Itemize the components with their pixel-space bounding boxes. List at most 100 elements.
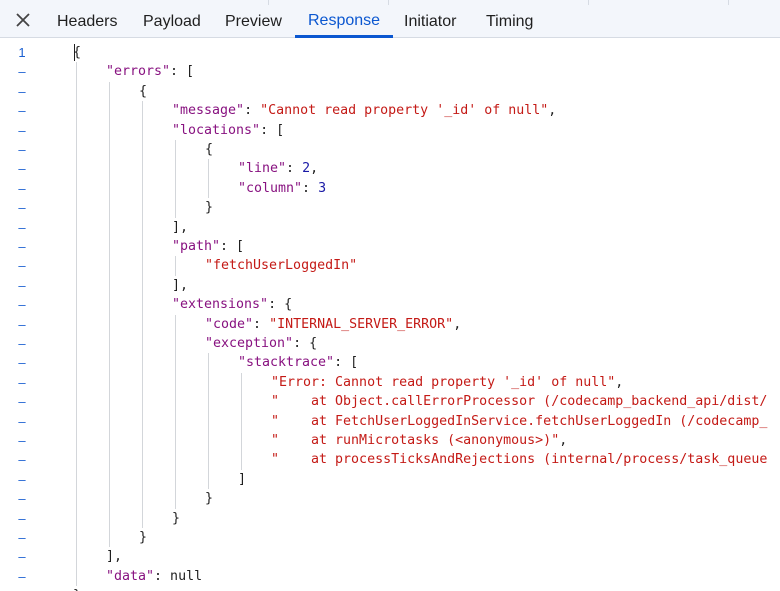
- json-punct: }: [172, 510, 181, 526]
- json-punct: : {: [268, 297, 293, 313]
- json-string: " at processTicksAndRejections (internal…: [271, 452, 768, 468]
- code-text: "errors": [: [106, 62, 194, 81]
- code-text: " at Object.callErrorProcessor (/codecam…: [271, 392, 767, 411]
- collapse-toggle[interactable]: –: [18, 239, 26, 254]
- code-text: ]: [238, 470, 246, 489]
- collapse-toggle[interactable]: –: [18, 433, 26, 448]
- json-punct: ,: [453, 316, 462, 332]
- tab-timing[interactable]: Timing: [486, 13, 534, 30]
- code-text: "message": "Cannot read property '_id' o…: [172, 101, 556, 120]
- collapse-toggle[interactable]: –: [18, 258, 26, 274]
- collapse-toggle[interactable]: –: [18, 316, 26, 332]
- collapse-toggle[interactable]: –: [18, 103, 26, 119]
- json-punct: {: [139, 83, 148, 99]
- code-text: "column": 3: [238, 179, 326, 198]
- json-string: " at FetchUserLoggedInService.fetchUserL…: [271, 413, 768, 429]
- indent-guide: [109, 81, 110, 548]
- json-key: "column": [238, 180, 303, 196]
- collapse-toggle[interactable]: –: [18, 549, 26, 565]
- json-punct: :: [302, 180, 319, 196]
- code-text: }: [205, 489, 213, 508]
- json-key: "message": [172, 103, 245, 119]
- collapse-toggle[interactable]: –: [18, 297, 26, 313]
- code-text: "locations": [: [172, 121, 284, 140]
- collapse-toggle[interactable]: –: [18, 83, 26, 99]
- code-text: "data": null: [106, 567, 202, 586]
- collapse-toggle[interactable]: –: [18, 530, 26, 545]
- collapse-toggle[interactable]: –: [18, 200, 26, 216]
- collapse-toggle[interactable]: –: [18, 161, 26, 177]
- json-string: "fetchUserLoggedIn": [205, 258, 358, 274]
- json-string: " at runMicrotasks (<anonymous>)": [271, 433, 560, 448]
- code-text: " at FetchUserLoggedInService.fetchUserL…: [271, 412, 767, 431]
- code-text: {: [139, 82, 147, 101]
- json-punct: }: [205, 200, 214, 216]
- collapse-toggle[interactable]: –: [18, 142, 26, 157]
- indent-guide: [241, 372, 242, 470]
- collapse-toggle[interactable]: –: [18, 336, 26, 351]
- close-icon: [16, 13, 30, 27]
- code-text: ],: [172, 276, 188, 295]
- collapse-toggle[interactable]: –: [18, 277, 26, 293]
- json-punct: : [: [260, 122, 285, 138]
- code-text: ],: [172, 218, 188, 237]
- close-button[interactable]: [12, 9, 34, 31]
- json-number: 3: [318, 180, 327, 196]
- json-punct: {: [73, 45, 82, 60]
- tab-response[interactable]: Response: [295, 6, 394, 38]
- json-punct: :: [253, 316, 270, 332]
- json-key: "extensions": [172, 297, 269, 313]
- json-punct: ],: [172, 219, 189, 235]
- code-text: }: [205, 198, 213, 217]
- code-text: "fetchUserLoggedIn": [205, 256, 357, 275]
- indent-guide: [208, 353, 209, 490]
- collapse-toggle[interactable]: –: [18, 491, 26, 507]
- code-text: {: [73, 43, 81, 62]
- json-number: 2: [302, 161, 311, 177]
- json-punct: : [: [220, 239, 245, 254]
- json-key: "errors": [106, 64, 171, 80]
- indent-guide: [175, 314, 176, 509]
- json-punct: :: [244, 103, 261, 119]
- collapse-toggle[interactable]: –: [18, 374, 26, 390]
- collapse-toggle[interactable]: –: [18, 471, 26, 487]
- collapse-toggle[interactable]: –: [18, 355, 26, 371]
- json-punct: ,: [310, 161, 319, 177]
- json-string: " at Object.callErrorProcessor (/codecam…: [271, 394, 768, 410]
- json-punct: {: [205, 142, 214, 157]
- json-key: "code": [205, 316, 254, 332]
- collapse-toggle[interactable]: –: [18, 219, 26, 235]
- tab-initiator[interactable]: Initiator: [404, 13, 457, 30]
- collapse-toggle[interactable]: –: [18, 180, 26, 196]
- json-key: "line": [238, 161, 287, 177]
- json-punct: : {: [293, 336, 318, 351]
- collapse-toggle[interactable]: –: [18, 394, 26, 410]
- collapse-toggle[interactable]: –: [18, 122, 26, 138]
- text-cursor: [74, 44, 75, 61]
- json-punct: }: [205, 491, 214, 507]
- code-text: "exception": {: [205, 334, 317, 353]
- code-text: "path": [: [172, 237, 244, 256]
- json-punct: }: [73, 588, 81, 591]
- indent-guide: [175, 140, 176, 218]
- json-punct: : [: [170, 64, 195, 80]
- json-punct: ],: [106, 549, 123, 565]
- tab-headers[interactable]: Headers: [57, 13, 118, 30]
- collapse-toggle[interactable]: –: [18, 568, 26, 584]
- response-viewer[interactable]: 1{–"errors": [–{–"message": "Cannot read…: [0, 38, 780, 591]
- json-punct: ]: [238, 471, 247, 487]
- indent-guide: [208, 159, 209, 199]
- collapse-toggle[interactable]: –: [18, 64, 26, 80]
- devtools-tabbar: Headers Payload Preview Response Initiat…: [0, 0, 780, 38]
- divider: [388, 0, 389, 5]
- tab-preview[interactable]: Preview: [225, 13, 282, 30]
- collapse-toggle[interactable]: –: [18, 510, 26, 526]
- collapse-toggle[interactable]: –: [18, 413, 26, 429]
- code-text: "stacktrace": [: [238, 353, 358, 372]
- collapse-toggle[interactable]: –: [18, 452, 26, 468]
- code-text: }: [73, 586, 81, 591]
- json-key: "locations": [172, 122, 261, 138]
- json-string: "INTERNAL_SERVER_ERROR": [269, 316, 454, 332]
- json-key: "data": [106, 568, 155, 584]
- tab-payload[interactable]: Payload: [143, 13, 201, 30]
